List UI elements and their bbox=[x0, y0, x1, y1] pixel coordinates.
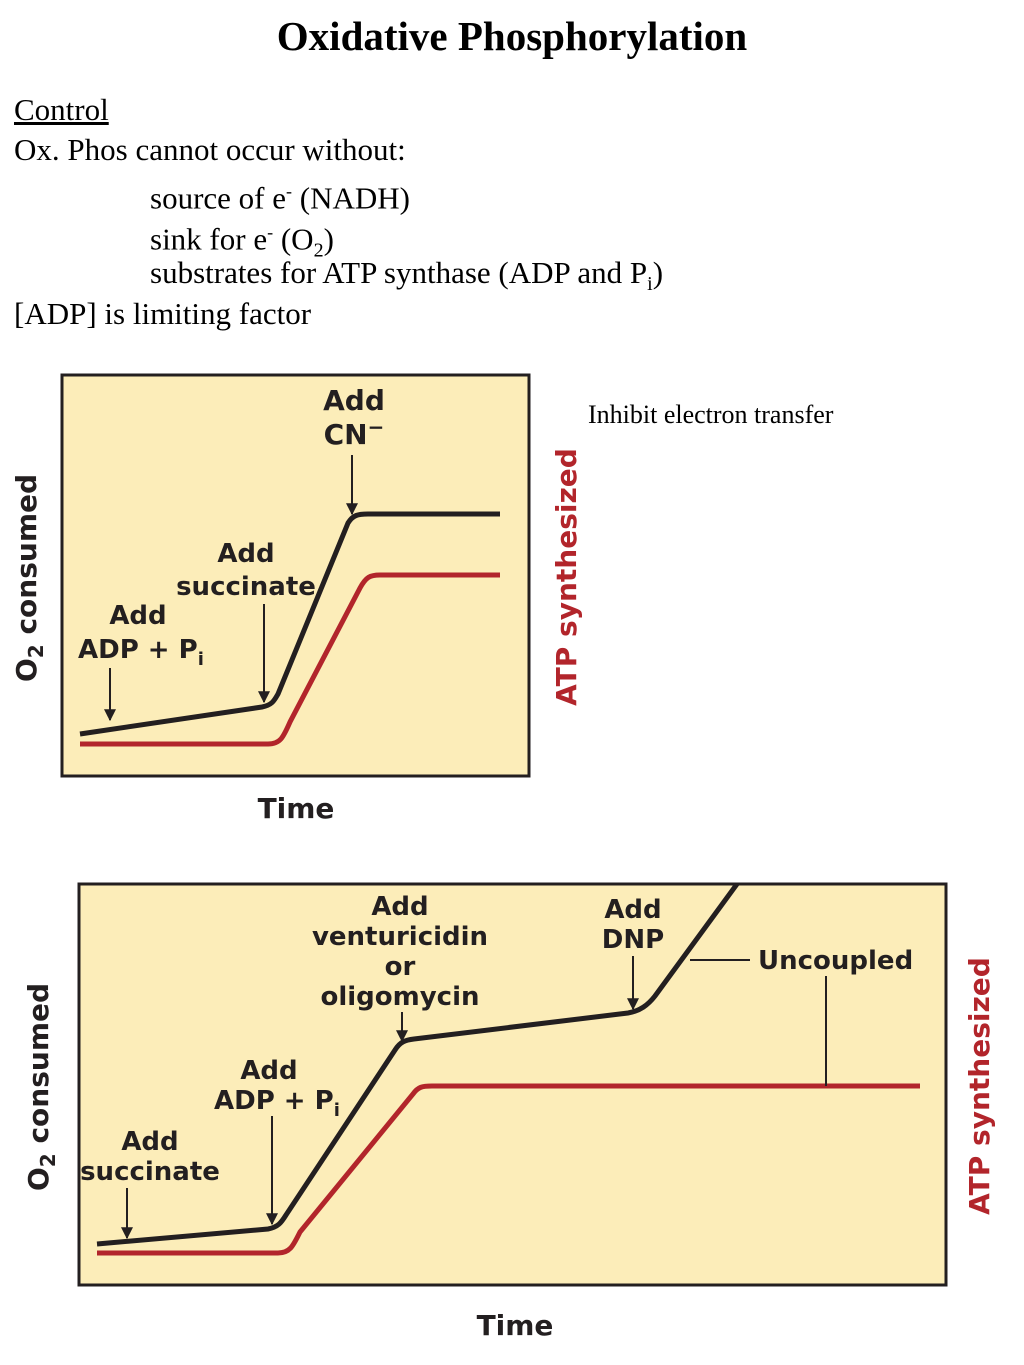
diagram-1-o2-line bbox=[79, 511, 500, 737]
diagram-2-venturicidin-label-line1: Add bbox=[371, 892, 428, 922]
diagram-2-dnp-label-line1: Add bbox=[604, 895, 661, 925]
limiting-factor: [ADP] is limiting factor bbox=[14, 296, 312, 331]
diagram-2-venturicidin-label-line2: venturicidin bbox=[312, 922, 488, 952]
diagram-2-succinate-label-line1: Add bbox=[121, 1127, 178, 1157]
diagram-2-adp-label-line1: Add bbox=[240, 1056, 297, 1086]
diagram-2-adp-label-line2: ADP + Pi bbox=[214, 1086, 340, 1121]
diagram-2-dnp-label-line2: DNP bbox=[602, 925, 664, 955]
requirement-electron-source: source of e- (NADH) bbox=[150, 180, 410, 216]
control-intro: Ox. Phos cannot occur without: bbox=[14, 132, 406, 167]
diagram-1-atp-line bbox=[80, 572, 500, 747]
requirement-atp-synthase-substrates: substrates for ATP synthase (ADP and Pi) bbox=[150, 255, 664, 296]
diagram-2-venturicidin-label-line4: oligomycin bbox=[320, 982, 479, 1012]
diagram-2-ylabel-o2: O2 consumed bbox=[22, 983, 60, 1191]
diagram-1-succinate-label-line2: succinate bbox=[176, 572, 316, 602]
diagram-2-atp-line bbox=[97, 1083, 920, 1256]
diagram-2-uncoupled-label: Uncoupled bbox=[758, 946, 913, 976]
diagram-1-ylabel-o2: O2 consumed bbox=[10, 474, 48, 682]
diagram-1: Add ADP + Pi Add succinate Add CN− O2 co… bbox=[10, 373, 583, 825]
diagram-1-cn-label-line2: CN− bbox=[324, 415, 385, 451]
diagram-1-xlabel: Time bbox=[258, 792, 335, 825]
diagram-2-ylabel-atp: ATP synthesized bbox=[963, 957, 996, 1215]
control-heading: Control bbox=[14, 92, 109, 127]
diagram-2-venturicidin-label-line3: or bbox=[385, 952, 416, 982]
diagram-1-succinate-label-line1: Add bbox=[217, 539, 274, 569]
requirement-electron-sink: sink for e- (O2) bbox=[150, 221, 334, 262]
diagram-1-adp-label-line1: Add bbox=[109, 601, 166, 631]
diagram-1-adp-label-line2: ADP + Pi bbox=[78, 635, 204, 670]
diagram-1-cn-label-line1: Add bbox=[323, 384, 385, 417]
inhibit-note: Inhibit electron transfer bbox=[588, 400, 834, 429]
diagram-2-xlabel: Time bbox=[477, 1309, 554, 1342]
page-title: Oxidative Phosphorylation bbox=[276, 13, 748, 59]
diagram-2-succinate-label-line2: succinate bbox=[80, 1157, 220, 1187]
diagram-1-ylabel-atp: ATP synthesized bbox=[550, 448, 583, 706]
diagram-2: Add succinate Add ADP + Pi Add venturici… bbox=[22, 882, 996, 1342]
